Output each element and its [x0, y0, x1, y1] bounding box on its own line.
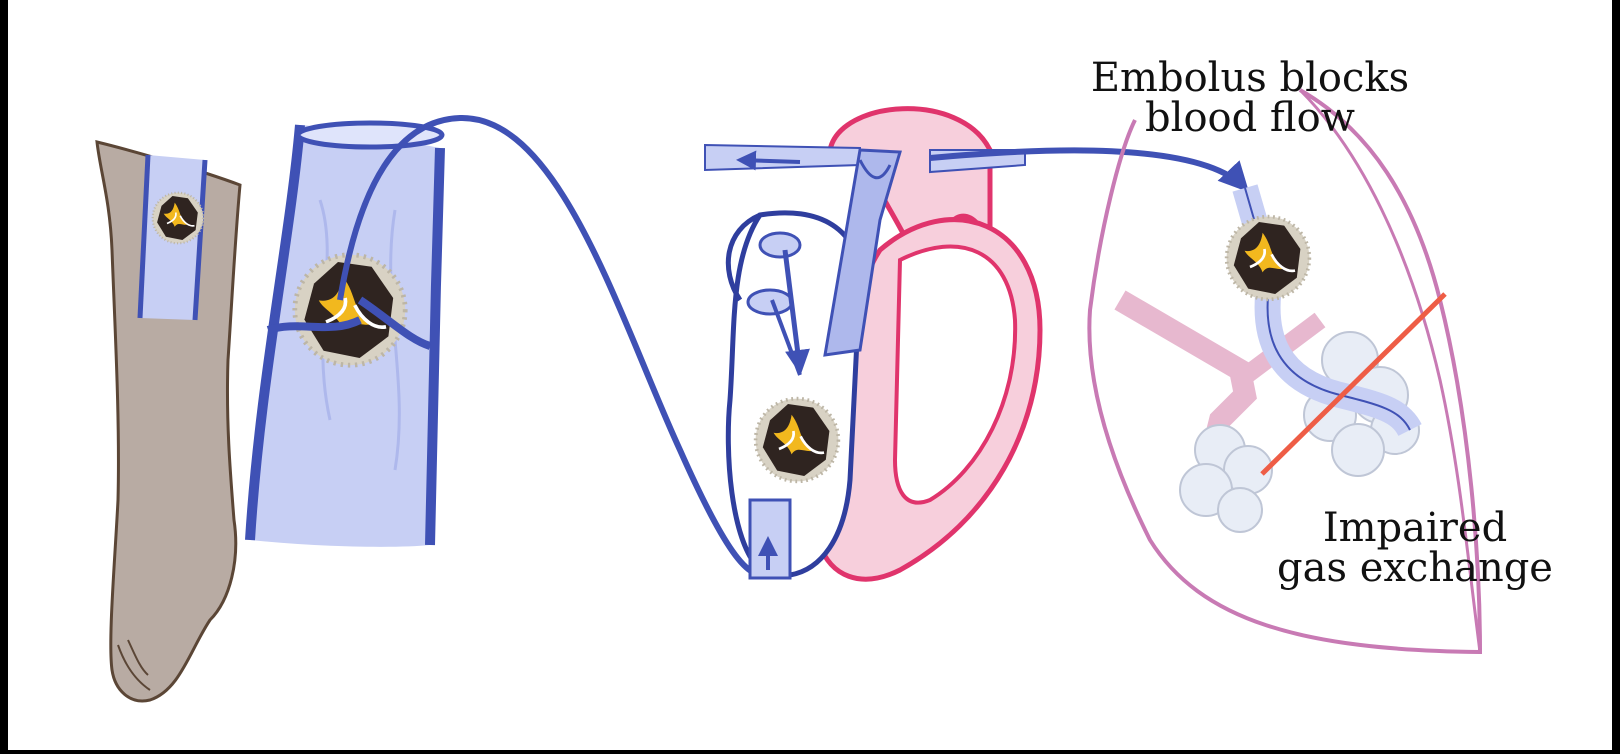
flow-arrow-to-heart — [337, 114, 773, 578]
gas-label-line1: Impaired — [1322, 505, 1508, 551]
block-line — [1260, 292, 1447, 476]
embolus-label-line1: Embolus blocks — [1090, 55, 1410, 101]
lung-outline — [1087, 88, 1483, 655]
gas-label-line2: gas exchange — [1277, 545, 1553, 591]
heart-illustration — [704, 106, 1043, 582]
clot-icon — [1224, 214, 1312, 302]
clot-icon — [295, 255, 405, 365]
lung-illustration — [1087, 88, 1483, 655]
flow-arrow-to-lung — [929, 147, 1250, 193]
leg-illustration — [95, 140, 242, 703]
leg-shape — [95, 140, 242, 703]
vein-section — [245, 120, 445, 547]
embolus-label: Embolus blocks blood flow — [1085, 58, 1415, 138]
clot-icon — [151, 191, 205, 245]
clot-icon — [753, 396, 841, 484]
embolus-label-line2: blood flow — [1145, 95, 1355, 141]
gas-exchange-label: Impaired gas exchange — [1270, 508, 1560, 588]
